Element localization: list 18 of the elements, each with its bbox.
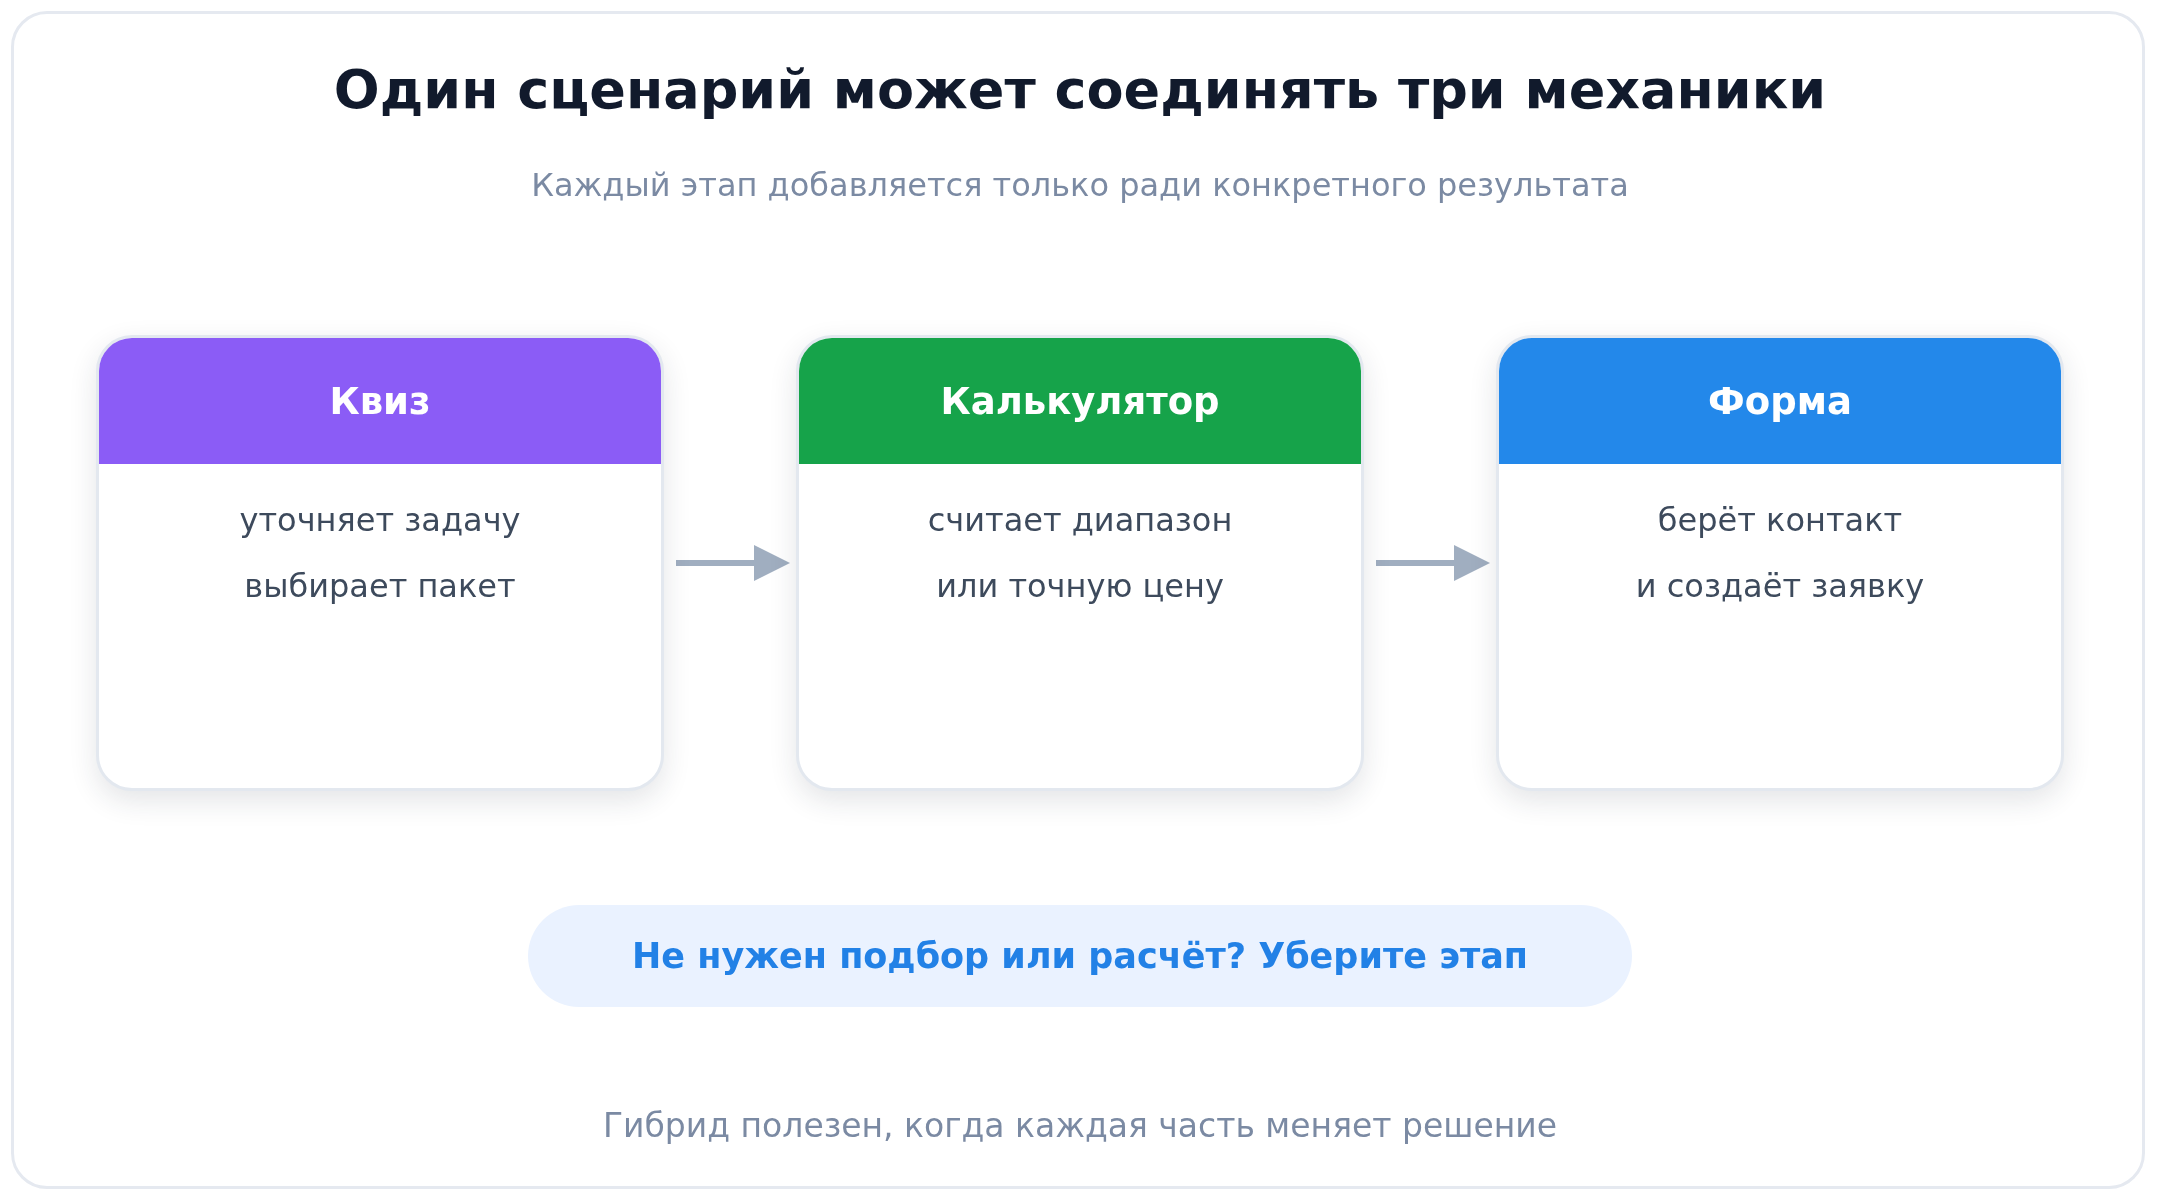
title: Один сценарий может соединять три механики	[332, 58, 1828, 121]
card-text: и создаёт заявку	[1634, 566, 1926, 606]
step-card	[96, 335, 664, 791]
step-card	[796, 335, 1364, 791]
card-header: Форма	[1499, 338, 2061, 464]
hint-pill: Не нужен подбор или расчёт? Уберите этап	[528, 905, 1632, 1007]
card-text: уточняет задачу	[238, 500, 522, 540]
card-text: выбирает пакет	[243, 566, 517, 606]
arrow	[1376, 545, 1490, 581]
subtitle: Каждый этап добавляется только ради конкретного результата	[530, 166, 1630, 204]
caption: Гибрид полезен, когда каждая часть меняет решение	[601, 1106, 1559, 1145]
card-header: Калькулятор	[799, 338, 1361, 464]
card-text: или точную цену	[935, 566, 1225, 606]
step-card	[1496, 335, 2064, 791]
arrow	[676, 545, 790, 581]
card-text: берёт контакт	[1656, 500, 1904, 540]
card-text: считает диапазон	[926, 500, 1234, 540]
card-header: Квиз	[99, 338, 661, 464]
